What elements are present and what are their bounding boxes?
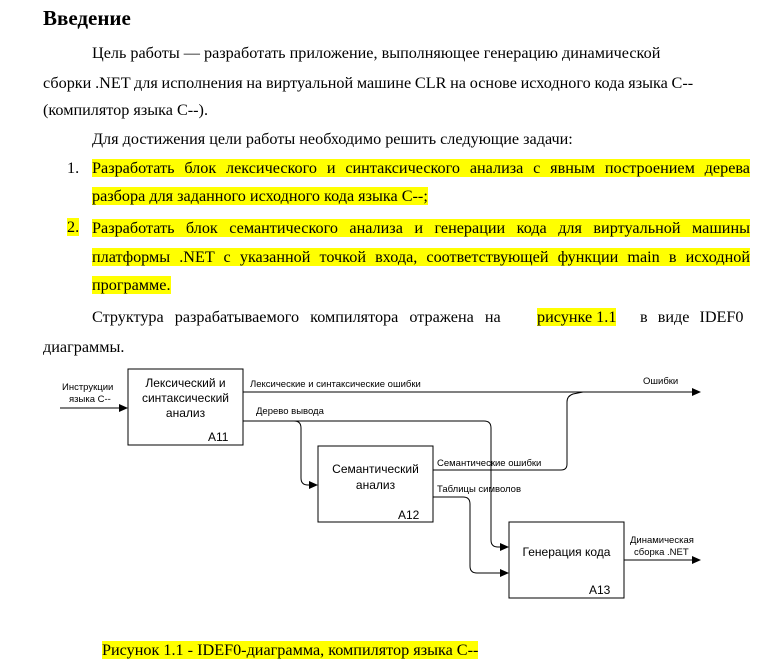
task-1-line-2: разбора для заданного исходного кода язы… xyxy=(92,186,428,206)
box-a13-code: A13 xyxy=(589,583,611,597)
task-2-line-3: программе. xyxy=(92,275,171,295)
task-2-line-3-text: программе. xyxy=(92,276,171,294)
paragraph-2: Для достижения цели работы необходимо ре… xyxy=(92,130,573,148)
tree-label: Дерево вывода xyxy=(256,406,325,417)
box-a11-line-3: анализ xyxy=(166,406,206,420)
box-a12 xyxy=(317,445,434,523)
paragraph-3-line-2: диаграммы. xyxy=(43,338,125,356)
task-2-line-1-text: Разработать блок семантического анализа … xyxy=(92,219,750,237)
output-label-line-1: Динамическая xyxy=(630,535,694,546)
task-2-number: 2. xyxy=(67,218,80,237)
task-2-line-1: Разработать блок семантического анализа … xyxy=(92,218,750,238)
errors-label: Ошибки xyxy=(643,376,678,387)
task-1-line-1: Разработать блок лексического и синтакси… xyxy=(92,158,750,178)
page-heading: Введение xyxy=(43,6,131,30)
sem-errors-label: Семантические ошибки xyxy=(437,458,541,469)
figure-caption-text: Рисунок 1.1 - IDEF0-диаграмма, компилято… xyxy=(102,641,479,659)
symbols-label: Таблицы символов xyxy=(437,484,521,495)
figure-caption: Рисунок 1.1 - IDEF0-диаграмма, компилято… xyxy=(102,640,479,660)
task-1-number: 1. xyxy=(67,159,80,177)
paragraph-3-line-1-start: Структура разрабатываемого компилятора о… xyxy=(92,308,501,326)
box-a13-line-1: Генерация кода xyxy=(523,545,611,559)
box-a12-code: A12 xyxy=(398,508,420,522)
task-2-number-text: 2. xyxy=(67,218,80,236)
paragraph-3-line-1-end: в виде IDEF0 xyxy=(640,308,744,326)
sem-errors-arrow xyxy=(433,391,584,471)
task-2-line-2: платформы .NET с указанной точкой входа,… xyxy=(92,247,751,267)
lex-errors-label: Лексические и синтаксические ошибки xyxy=(250,379,421,390)
box-a12-line-2: анализ xyxy=(356,478,396,492)
tree-to-a13-arrow xyxy=(243,420,509,551)
paragraph-3-figure-reference: рисунке 1.1 xyxy=(537,307,617,327)
task-1-line-2-text: разбора для заданного исходного кода язы… xyxy=(92,187,428,205)
box-a11-line-1: Лексический и xyxy=(145,376,225,390)
symbols-arrow xyxy=(433,496,509,577)
box-a11-code: A11 xyxy=(208,430,229,444)
task-1-line-1-text: Разработать блок лексического и синтакси… xyxy=(92,159,750,177)
figure-reference-text: рисунке 1.1 xyxy=(537,308,617,326)
box-a11-line-2: синтаксический xyxy=(142,391,229,405)
input-label-line-1: Инструкции xyxy=(62,382,113,393)
tree-to-a12-arrow xyxy=(243,420,318,489)
box-a13 xyxy=(508,521,625,599)
paragraph-1-line-1: Цель работы — разработать приложение, вы… xyxy=(92,44,661,62)
paragraph-1-line-3: (компилятор языка C--). xyxy=(43,101,208,119)
output-label-line-2: сборка .NET xyxy=(634,547,689,558)
paragraph-1-line-2: сборки .NET для исполнения на виртуально… xyxy=(43,74,694,92)
box-a12-line-1: Семантический xyxy=(332,462,419,476)
task-2-line-2-text: платформы .NET с указанной точкой входа,… xyxy=(92,248,751,266)
box-a11 xyxy=(127,368,244,446)
input-label-line-2: языка C-- xyxy=(69,394,111,405)
